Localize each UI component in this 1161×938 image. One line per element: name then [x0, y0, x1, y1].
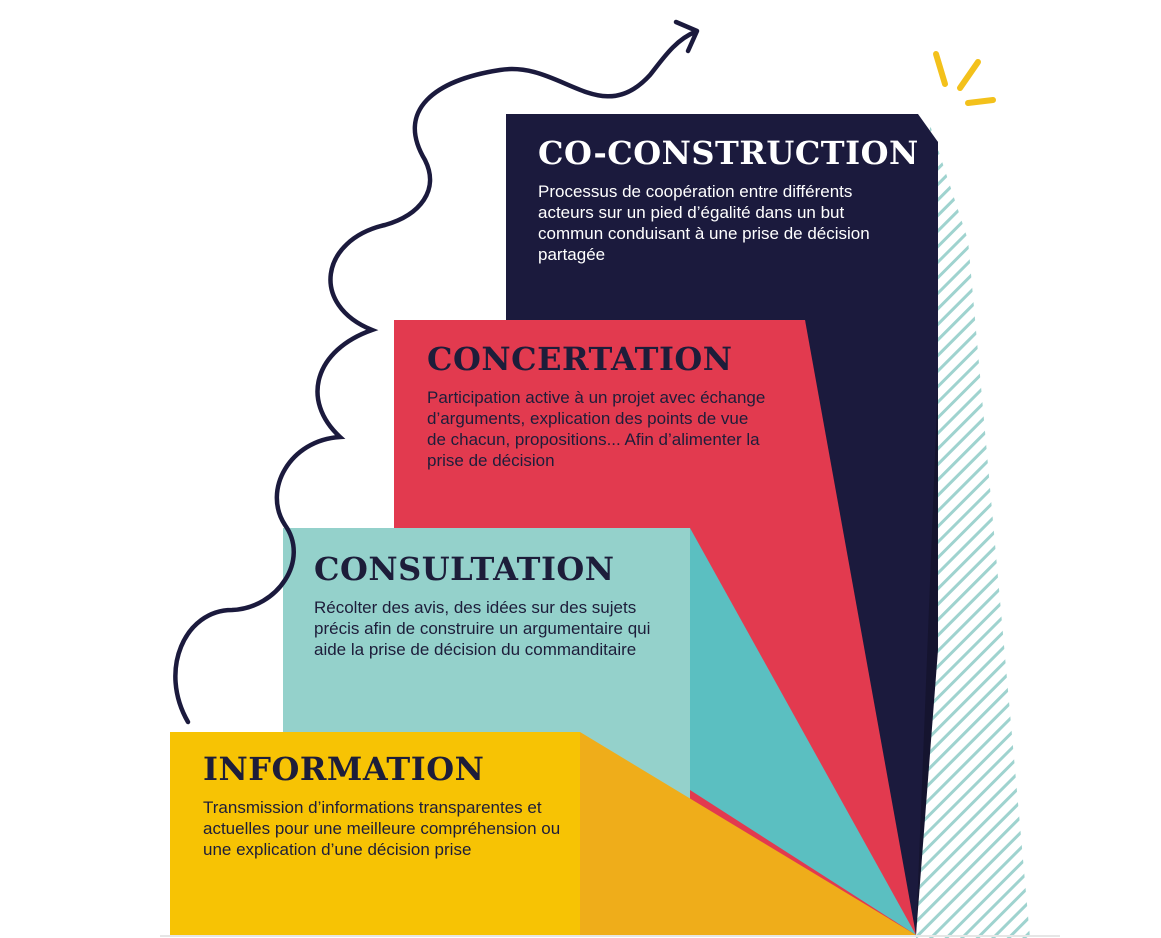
information-description: Transmission d’informations transparente…: [203, 798, 561, 860]
sparkle-icon: [933, 51, 996, 106]
concertation-text: CONCERTATION Participation active à un p…: [427, 340, 767, 471]
information-block-side: [580, 732, 916, 935]
arrow-head-icon: [673, 19, 700, 54]
consultation-text: CONSULTATION Récolter des avis, des idée…: [314, 550, 674, 660]
consultation-block-side: [690, 528, 916, 935]
co-construction-text: CO-CONSTRUCTION Processus de coopération…: [538, 134, 919, 265]
consultation-description: Récolter des avis, des idées sur des suj…: [314, 598, 651, 660]
concertation-title: CONCERTATION: [427, 340, 733, 378]
progress-arrow: [173, 29, 698, 725]
information-text: INFORMATION Transmission d’informations …: [203, 750, 563, 860]
co-construction-description: Processus de coopération entre différent…: [538, 182, 870, 265]
information-title: INFORMATION: [203, 750, 485, 788]
information-block: [170, 732, 580, 935]
concertation-description: Participation active à un projet avec éc…: [427, 388, 766, 471]
consultation-title: CONSULTATION: [314, 550, 615, 588]
hatched-shadow: [916, 125, 1030, 938]
co-construction-title: CO-CONSTRUCTION: [538, 134, 919, 172]
